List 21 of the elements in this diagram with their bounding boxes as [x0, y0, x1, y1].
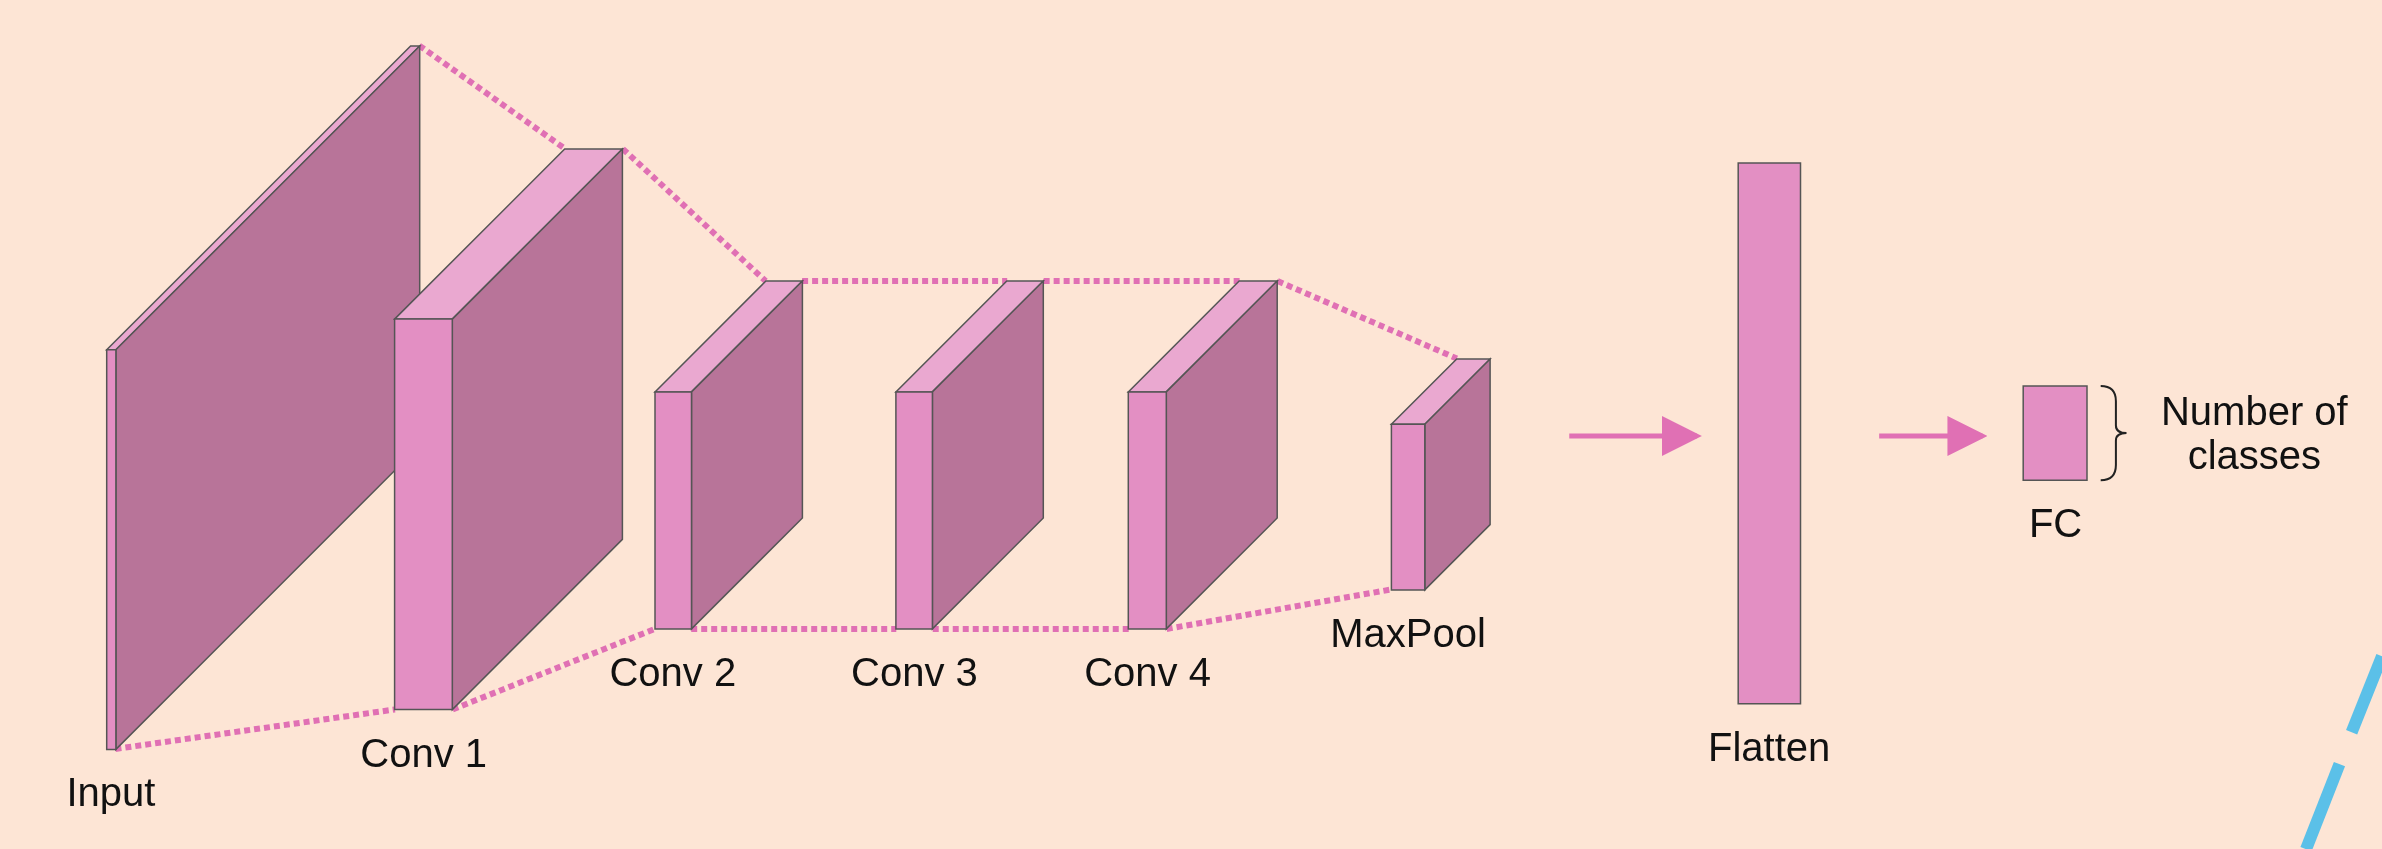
arrow [1569, 416, 1702, 456]
layer-label: Flatten [1708, 724, 1831, 770]
dotted-connector [1276, 278, 1459, 362]
layer-label: Input [66, 770, 156, 816]
layer-label: Conv 3 [851, 650, 978, 696]
dotted-connector [691, 625, 897, 632]
layer-label: Conv 4 [1084, 650, 1211, 696]
layer-label: FC [2028, 501, 2083, 547]
layer-label: Conv 1 [360, 730, 488, 776]
dotted-connector [1166, 586, 1393, 632]
dotted-connector [417, 43, 567, 152]
layer-label: Conv 2 [609, 650, 737, 696]
dotted-connector [932, 625, 1129, 632]
arrow [1879, 416, 1988, 456]
layer-label: MaxPool [1330, 610, 1486, 656]
dotted-connector [802, 278, 1008, 285]
dotted-connector [620, 146, 768, 284]
dotted-connector [1043, 278, 1240, 285]
dotted-connector [115, 706, 396, 752]
dotted-connector [451, 626, 656, 713]
beside-note: Number of classes [2160, 388, 2349, 477]
